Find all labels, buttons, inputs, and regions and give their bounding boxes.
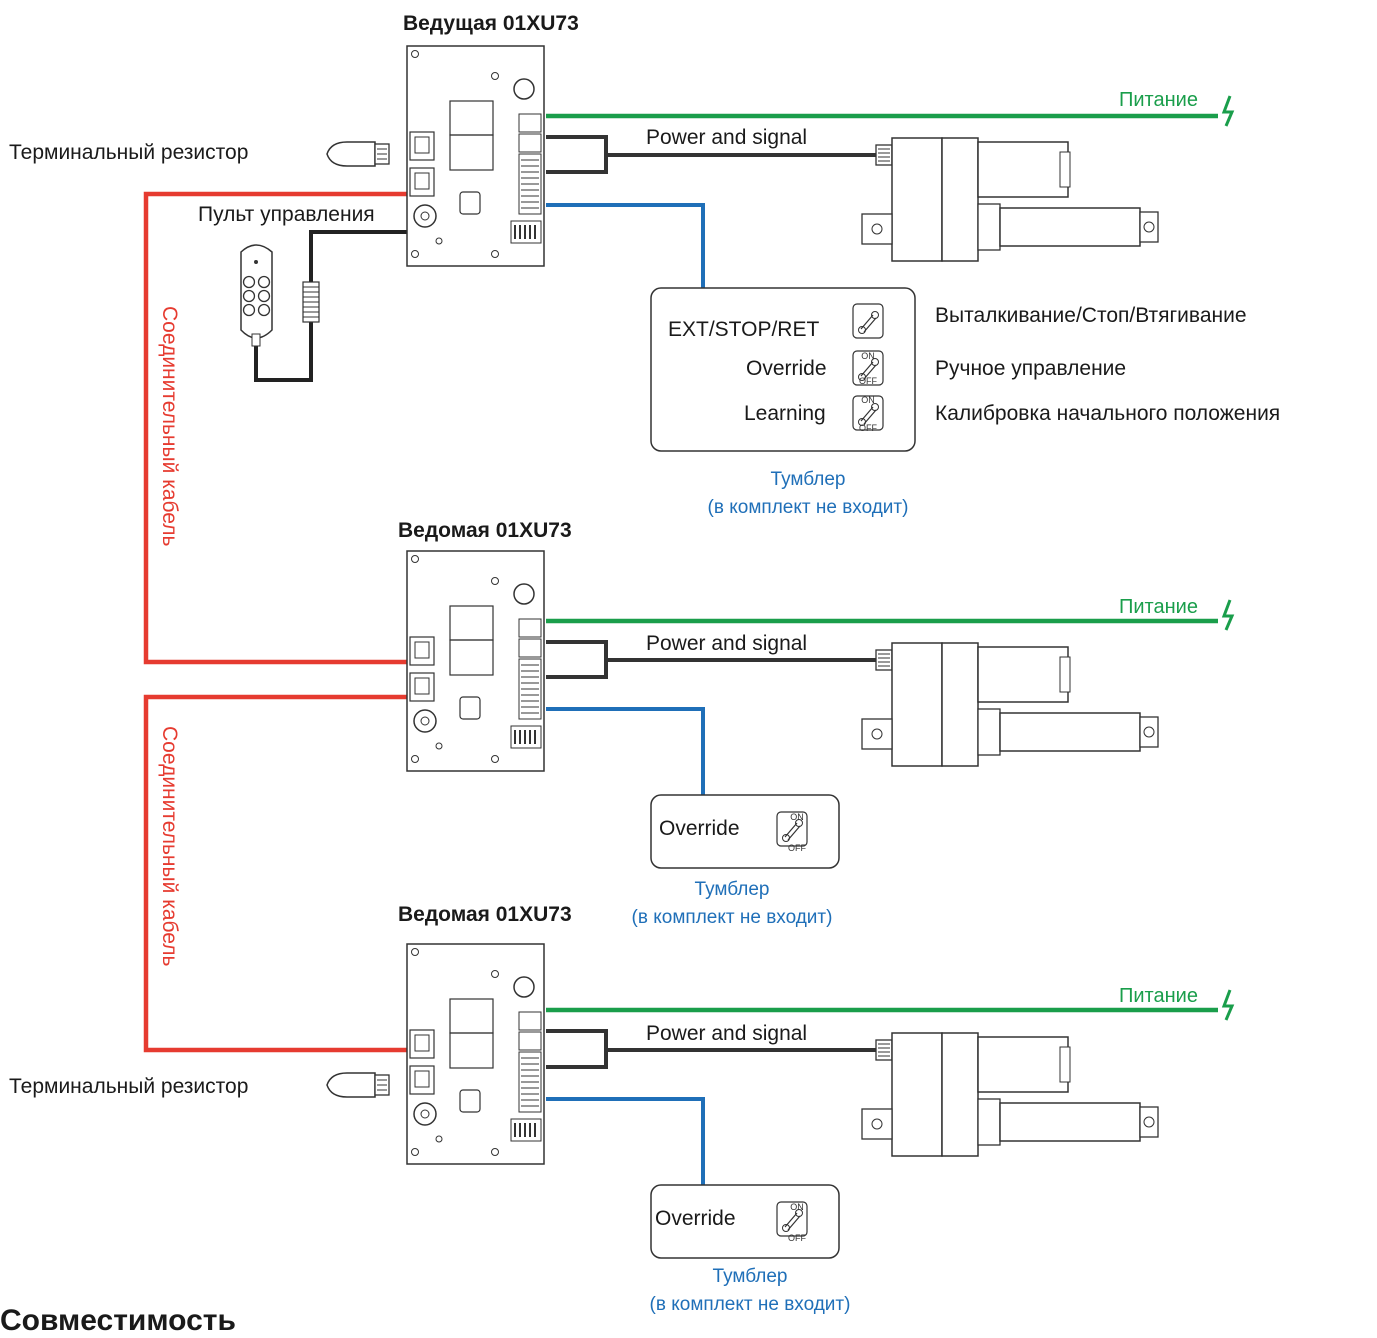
switch-caption-line-2: (в комплект не входит)	[631, 907, 833, 928]
power-label-3: Питание	[1119, 985, 1198, 1007]
unit-3-wiring	[546, 989, 1235, 1185]
switch-label-override: Override	[746, 357, 827, 380]
slave-1-title: Ведомая 01XU73	[398, 519, 572, 542]
switch-caption-line-1: Тумблер	[694, 879, 770, 900]
unit-2-wiring	[546, 599, 1235, 795]
master-title: Ведущая 01XU73	[403, 12, 579, 35]
signal-label-3: Power and signal	[646, 1022, 808, 1045]
remote-label: Пульт управления	[198, 203, 375, 226]
controller-board-slave-1	[406, 550, 545, 772]
toggle-icon-ext	[852, 303, 884, 339]
off-label: OFF	[788, 1233, 806, 1243]
terminal-resistor-plug-bottom	[326, 1072, 390, 1098]
link-cable-2	[143, 694, 408, 1053]
switch-caption-line-1: Тумблер	[712, 1266, 788, 1287]
switch-label-ext: EXT/STOP/RET	[668, 318, 820, 341]
switch-caption-line-2: (в комплект не входит)	[649, 1294, 851, 1315]
on-label: ON	[790, 1202, 804, 1212]
on-label: ON	[861, 351, 875, 361]
master-switch-box	[650, 287, 916, 452]
signal-label-1: Power and signal	[646, 126, 808, 149]
linear-actuator-icon-2	[861, 642, 1159, 767]
controller-board-master	[406, 45, 545, 267]
controller-board-slave-2	[406, 943, 545, 1165]
switch-desc-learning: Калибровка начального положения	[935, 402, 1281, 425]
remote-control-icon	[240, 244, 273, 347]
on-label: ON	[790, 812, 804, 822]
slave-2-title: Ведомая 01XU73	[398, 903, 572, 926]
switch-caption-line-2: (в комплект не входит)	[707, 497, 909, 518]
slave-1-switch-label: Override	[659, 817, 740, 840]
unit-1-wiring	[546, 95, 1235, 288]
switch-desc-override: Ручное управление	[935, 357, 1127, 380]
off-label: OFF	[788, 843, 806, 853]
switch-caption-line-1: Тумблер	[770, 469, 846, 490]
power-label-1: Питание	[1119, 89, 1198, 111]
power-label-2: Питание	[1119, 596, 1198, 618]
compatibility-heading: Совместимость	[0, 1304, 236, 1337]
link-cable-label-1: Соединительный кабель	[158, 306, 181, 547]
terminal-resistor-label-top: Терминальный резистор	[9, 141, 249, 164]
switch-caption-2: Тумблер (в комплект не входит)	[602, 876, 862, 932]
switch-caption-3: Тумблер (в комплект не входит)	[620, 1263, 880, 1319]
link-cable-label-2: Соединительный кабель	[158, 726, 181, 967]
switch-label-learning: Learning	[744, 402, 826, 425]
slave-2-switch-label: Override	[655, 1207, 736, 1230]
switch-desc-ext: Выталкивание/Стоп/Втягивание	[935, 304, 1247, 327]
terminal-resistor-label-bottom: Терминальный резистор	[9, 1075, 249, 1098]
signal-label-2: Power and signal	[646, 632, 808, 655]
switch-caption-1: Тумблер (в комплект не входит)	[678, 466, 938, 522]
linear-actuator-icon-3	[861, 1032, 1159, 1157]
terminal-resistor-plug-top	[326, 141, 390, 167]
off-label: OFF	[859, 423, 877, 433]
remote-cable	[254, 230, 408, 382]
on-label: ON	[861, 395, 875, 405]
link-cable-1	[143, 191, 408, 665]
off-label: OFF	[859, 376, 877, 386]
linear-actuator-icon-1	[861, 137, 1159, 262]
